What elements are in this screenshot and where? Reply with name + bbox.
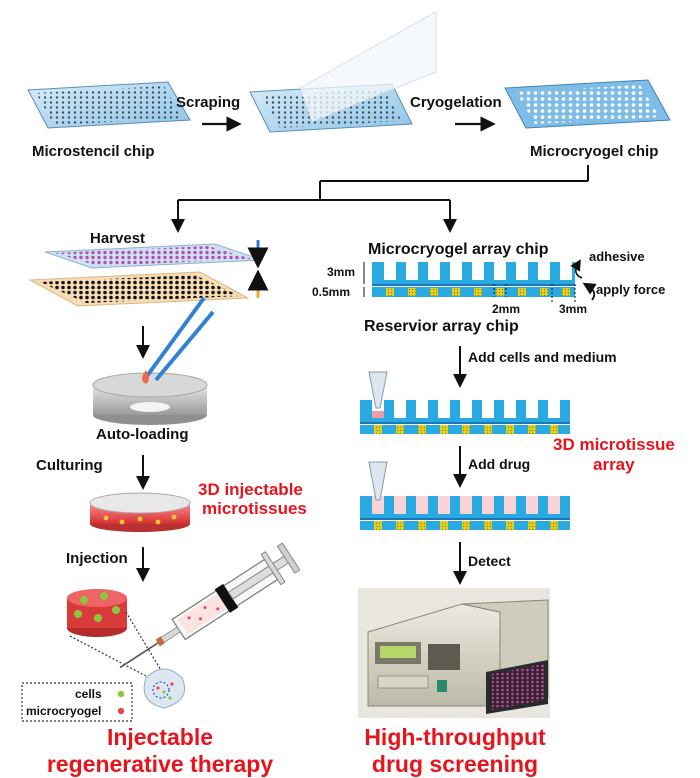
injectable-microtissues-line2: microtissues xyxy=(202,499,307,518)
screening-line2: drug screening xyxy=(372,751,538,777)
therapy-line1: Injectable xyxy=(107,724,213,750)
plate-reader-photo xyxy=(358,588,550,718)
autoloading-label: Auto-loading xyxy=(96,426,188,443)
cryogelation-label: Cryogelation xyxy=(410,94,502,111)
autoloading-dish-illustration xyxy=(92,296,215,425)
array-chip-label: Microcryogel array chip xyxy=(368,241,549,258)
add-cells-label: Add cells and medium xyxy=(468,349,617,365)
microcryogel-array-chip-section xyxy=(363,259,597,304)
dim-3mm-b-label: 3mm xyxy=(559,302,587,316)
dim-05mm-label: 0.5mm xyxy=(312,285,350,299)
injection-label: Injection xyxy=(66,550,128,567)
drug-loaded-chip-section xyxy=(360,461,570,530)
microstencil-chip-illustration xyxy=(27,81,191,129)
pipette-icon xyxy=(142,296,215,384)
legend-box: cells microcryogel xyxy=(21,682,133,722)
microcryogel-label: Microcryogel chip xyxy=(530,143,658,160)
microtissue-array-line1: 3D microtissue xyxy=(553,435,675,454)
screening-line1: High-throughput xyxy=(364,724,546,750)
microstencil-label: Microstencil chip xyxy=(32,143,155,160)
injectable-microtissues-line1: 3D injectable xyxy=(198,480,303,499)
dim-2mm-label: 2mm xyxy=(492,302,520,316)
detect-label: Detect xyxy=(468,553,511,569)
microcryogel-chip-illustration xyxy=(504,79,671,129)
apply-force-label: apply force xyxy=(596,282,665,297)
cell-loaded-chip-section xyxy=(360,371,570,434)
culturing-label: Culturing xyxy=(36,457,103,474)
adhesive-label: adhesive xyxy=(589,249,645,264)
pipette-tip-icon xyxy=(368,371,388,409)
scraping-label: Scraping xyxy=(176,94,240,111)
injection-site-illustration xyxy=(143,668,186,709)
legend-cells-swatch xyxy=(117,690,125,698)
microtissue-array-line2: array xyxy=(593,455,635,474)
culture-dish-illustration xyxy=(89,492,191,532)
legend-microcryogel-label: microcryogel xyxy=(26,704,101,718)
microtissue-cylinder-illustration xyxy=(67,589,127,637)
legend-cells-label: cells xyxy=(75,687,102,701)
syringe-icon xyxy=(119,542,301,669)
scraping-chip-illustration xyxy=(249,11,437,133)
therapy-line2: regenerative therapy xyxy=(47,751,273,777)
reservoir-label: Reservior array chip xyxy=(364,318,519,335)
harvest-label: Harvest xyxy=(90,230,145,247)
add-drug-label: Add drug xyxy=(468,456,530,472)
branch-connector xyxy=(171,165,589,233)
harvest-illustration xyxy=(28,240,269,307)
dim-3mm-label: 3mm xyxy=(327,265,355,279)
legend-microcryogel-swatch xyxy=(117,707,125,715)
drug-pipette-tip-icon xyxy=(368,461,388,501)
